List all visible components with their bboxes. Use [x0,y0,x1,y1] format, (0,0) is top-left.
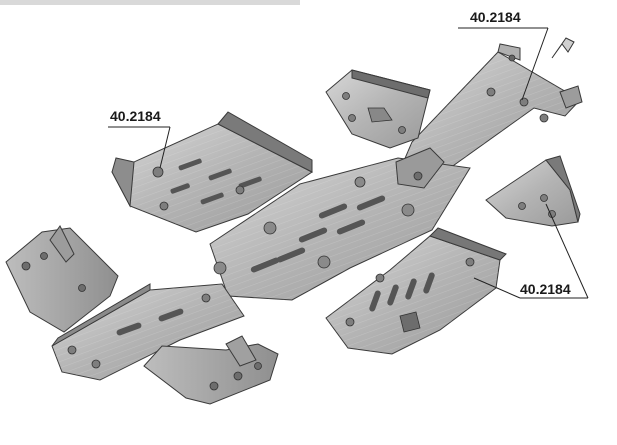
plate-center [209,147,471,301]
plate-top-middle [325,69,431,149]
leader-top-pointer [521,27,549,101]
callout-label-top-right: 40.2184 [470,9,521,25]
plate-a-arm-bottom [143,335,279,405]
top-gray-bar [0,0,300,5]
leader-right-pointer-a [473,277,521,299]
plate-right-small [485,155,581,227]
plate-a-arm-left [5,225,119,333]
leader-lines [108,27,589,299]
callout-label-right: 40.2184 [520,281,571,297]
plate-lower-right [325,227,507,355]
leader-left-pointer [159,126,171,169]
plate-upper-left [111,111,313,233]
callout-label-left: 40.2184 [110,108,161,124]
direction-arrow-icon [551,37,575,59]
plate-lower-left [51,283,245,381]
leader-right-pointer-b [545,203,589,299]
